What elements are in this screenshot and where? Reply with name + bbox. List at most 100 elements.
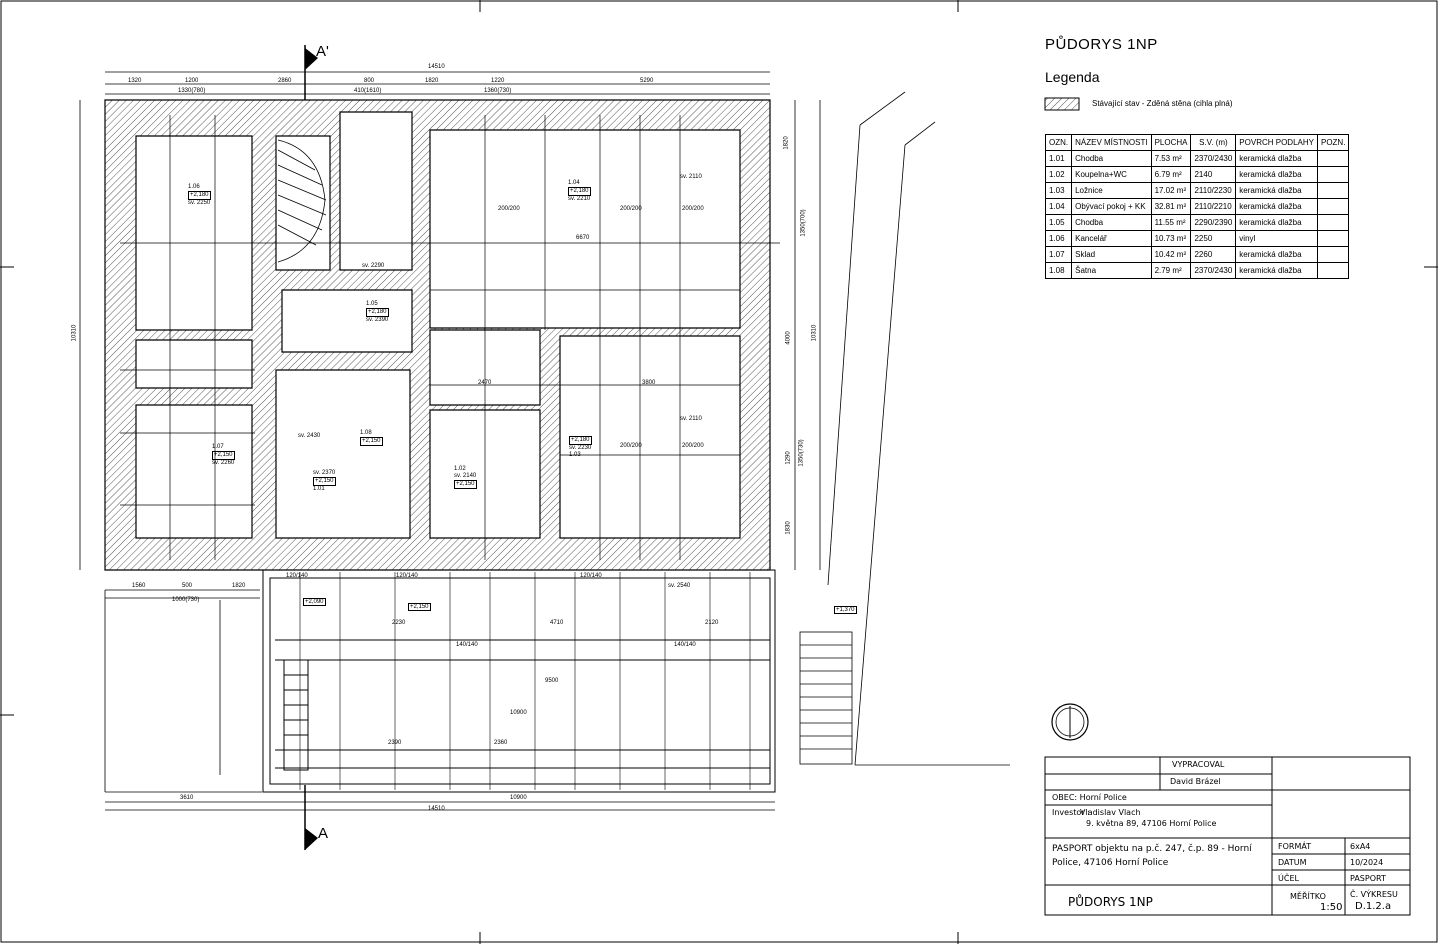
cell: Šatna xyxy=(1071,262,1152,279)
room-tag-105: 1.05 +2,180 sv. 2390 xyxy=(366,301,389,323)
cell xyxy=(1316,182,1350,199)
terrace-dim-3: 10900 xyxy=(510,710,527,716)
terrace-window-4: 140/140 xyxy=(456,642,478,648)
vypracoval-label: VYPRACOVAL xyxy=(1172,760,1225,769)
cell: 6.79 m² xyxy=(1150,166,1192,183)
sv-2430: sv. 2430 xyxy=(298,433,321,439)
datum-label: DATUM xyxy=(1278,858,1307,867)
cell: Koupelna+WC xyxy=(1071,166,1152,183)
cell: keramická dlažba xyxy=(1235,182,1318,199)
cell: 1.06 xyxy=(1044,230,1073,247)
dim-total-top: 14510 xyxy=(428,64,445,70)
room-tag-103: +2,180 sv. 2230 1.03 xyxy=(569,436,592,458)
window-label-5: 200/200 xyxy=(682,443,704,449)
cell: 1.05 xyxy=(1044,214,1073,231)
investor-name: Vladislav Vlach xyxy=(1080,808,1141,817)
cell: 2.79 m² xyxy=(1150,262,1192,279)
cell: Chodba xyxy=(1071,150,1152,167)
level-1370: +1,370 xyxy=(834,606,857,614)
cell: 2110/2210 xyxy=(1190,198,1237,215)
cell: 2250 xyxy=(1190,230,1237,247)
title-block-frame xyxy=(1044,756,1411,916)
cell: vinyl xyxy=(1235,230,1318,247)
sheet-title: PŮDORYS 1NP xyxy=(1068,895,1153,909)
window-label-1: 200/200 xyxy=(498,206,520,212)
cell: 32.81 m² xyxy=(1150,198,1192,215)
sv-2290: sv. 2290 xyxy=(362,263,385,269)
col-header: S.V. (m) xyxy=(1190,134,1237,151)
sv-2540: sv. 2540 xyxy=(668,583,691,589)
cell xyxy=(1316,230,1350,247)
cell: 1.08 xyxy=(1044,262,1073,279)
cell xyxy=(1316,198,1350,215)
dim-6670: 6670 xyxy=(576,235,590,241)
cell: 2370/2430 xyxy=(1190,150,1237,167)
room-outlines xyxy=(135,111,741,539)
dimension-lines xyxy=(79,71,821,811)
cell: 1.07 xyxy=(1044,246,1073,263)
terrace-window-1: 120/140 xyxy=(286,573,308,579)
sv-label-2: sv. 2110 xyxy=(680,416,702,422)
terrace xyxy=(262,569,776,793)
terrace-dim-4: 2230 xyxy=(392,620,406,626)
dim-bottom-3: 1820 xyxy=(232,583,246,589)
cell: 2140 xyxy=(1190,166,1237,183)
dim-top2-3: 1360(730) xyxy=(484,88,512,94)
dim-total-bottom: 14510 xyxy=(428,806,445,812)
cell: 11.55 m² xyxy=(1150,214,1192,231)
terrace-window-2: 120/140 xyxy=(396,573,418,579)
dim-bottom-total-2: 10900 xyxy=(510,795,527,801)
walls xyxy=(104,99,771,571)
dim-bottom-4: 1000(730) xyxy=(172,597,200,603)
cell: 7.53 m² xyxy=(1150,150,1192,167)
cell: 10.73 m² xyxy=(1150,230,1192,247)
dim-3800: 3800 xyxy=(642,380,656,386)
room-tag-101: sv. 2370 +2,150 1.01 xyxy=(313,470,336,492)
window-label-3: 200/200 xyxy=(682,206,704,212)
col-header: OZN. xyxy=(1044,134,1073,151)
dim-2470: 2470 xyxy=(478,380,492,386)
terrace-dim-1: 4710 xyxy=(550,620,564,626)
dim-top2-1: 1330(780) xyxy=(178,88,206,94)
col-header: NÁZEV MÍSTNOSTI xyxy=(1071,134,1152,151)
dim-top-5: 1820 xyxy=(425,78,439,84)
north-arrow xyxy=(1051,703,1089,741)
ucel-label: ÚČEL xyxy=(1278,874,1299,883)
room-tag-102: 1.02 sv. 2140 +2,150 xyxy=(454,466,477,489)
dim-top-2: 1200 xyxy=(185,78,199,84)
obec-value: Horní Police xyxy=(1079,793,1127,802)
cell: 1.03 xyxy=(1044,182,1073,199)
vykres-label: Č. VÝKRESU xyxy=(1350,890,1398,899)
dim-right-7: 1830 xyxy=(785,521,792,535)
dim-height-left: 10310 xyxy=(71,324,78,342)
terrace-dim-2: 9500 xyxy=(545,678,559,684)
dim-top-4: 800 xyxy=(364,78,375,84)
room-tag-107: 1.07 +2,150 sv. 2260 xyxy=(212,444,235,466)
window-label-4: 200/200 xyxy=(620,443,642,449)
col-header: POVRCH PODLAHY xyxy=(1235,134,1318,151)
author: David Brázel xyxy=(1170,777,1221,786)
cell: 2260 xyxy=(1190,246,1237,263)
measure-lines xyxy=(120,115,780,560)
cell: 2290/2390 xyxy=(1190,214,1237,231)
dim-right-1: 1820 xyxy=(783,136,790,150)
cell: keramická dlažba xyxy=(1235,150,1318,167)
cell: 10.42 m² xyxy=(1150,246,1192,263)
cell: keramická dlažba xyxy=(1235,166,1318,183)
terrace-posts xyxy=(299,572,751,790)
dim-bottom-1: 1560 xyxy=(132,583,146,589)
meritko-value: 1:50 xyxy=(1320,902,1343,913)
obec-label: OBEC: Horní Police xyxy=(1052,793,1127,802)
legend-title: Legenda xyxy=(1045,69,1100,85)
room-tag-106: 1.06 +2,180 sv. 2250 xyxy=(188,184,211,206)
investor-address: 9. května 89, 47106 Horní Police xyxy=(1086,819,1217,828)
outdoor-steps xyxy=(104,91,1010,793)
cell: Chodba xyxy=(1071,214,1152,231)
cell: keramická dlažba xyxy=(1235,214,1318,231)
section-markers xyxy=(304,45,318,850)
